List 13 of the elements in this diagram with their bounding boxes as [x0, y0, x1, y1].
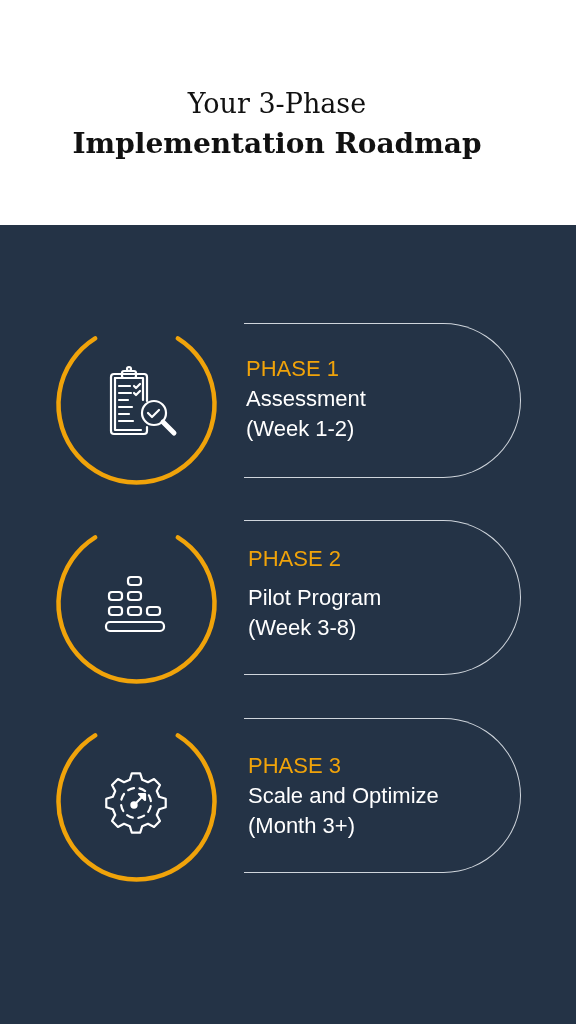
- phase-name: Assessment: [246, 385, 366, 413]
- phase-duration: (Month 3+): [248, 812, 355, 840]
- phase-duration: (Week 1-2): [246, 415, 355, 443]
- phase-name: Scale and Optimize: [248, 782, 439, 810]
- phase-duration: (Week 3-8): [248, 614, 357, 642]
- phase-card: [244, 718, 521, 873]
- title: Your 3-Phase Implementation Roadmap: [71, 87, 483, 162]
- phase-heading: PHASE 1: [246, 355, 339, 383]
- phase-heading: PHASE 3: [248, 752, 341, 780]
- phase-heading: PHASE 2: [248, 545, 341, 573]
- phase-card: [244, 323, 521, 478]
- phase-card: [244, 520, 521, 675]
- phase-name: Pilot Program: [248, 584, 382, 612]
